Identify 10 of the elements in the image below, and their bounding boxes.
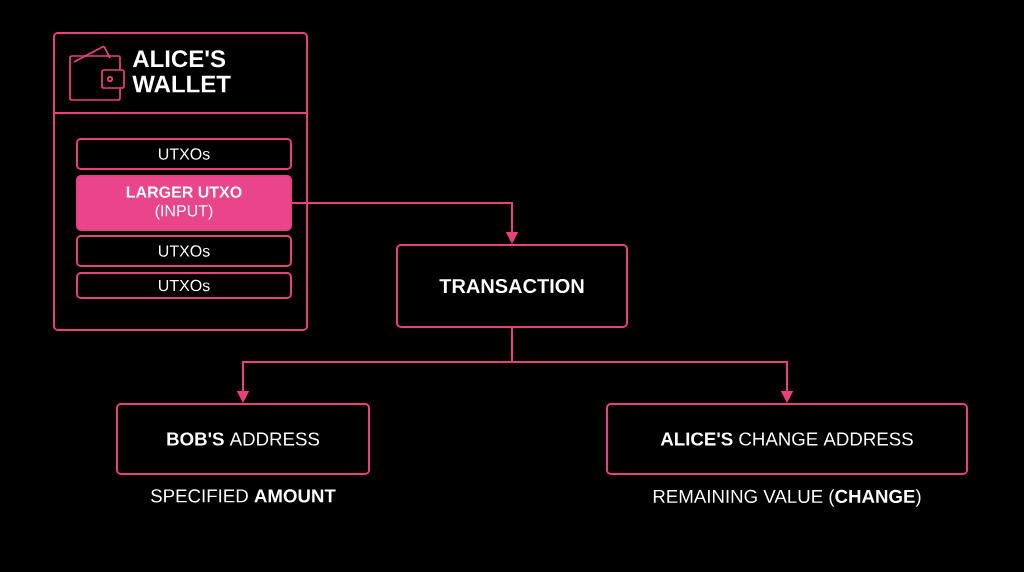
utxo-box: UTXOs <box>76 138 292 170</box>
utxo-box: UTXOs <box>76 271 292 300</box>
node-label: REMAINING VALUE (CHANGE) <box>653 489 921 507</box>
address-box: BOB'S ADDRESS <box>116 403 370 475</box>
wallet-title: ALICE'S WALLET <box>132 50 231 93</box>
input-box: LARGER UTXO (INPUT) <box>76 175 292 231</box>
utxo-box: UTXOs <box>76 235 292 267</box>
process-box: TRANSACTION <box>396 244 628 328</box>
address-box: ALICE'S CHANGE ADDRESS <box>606 403 968 475</box>
node-label: SPECIFIED AMOUNT <box>151 489 336 503</box>
